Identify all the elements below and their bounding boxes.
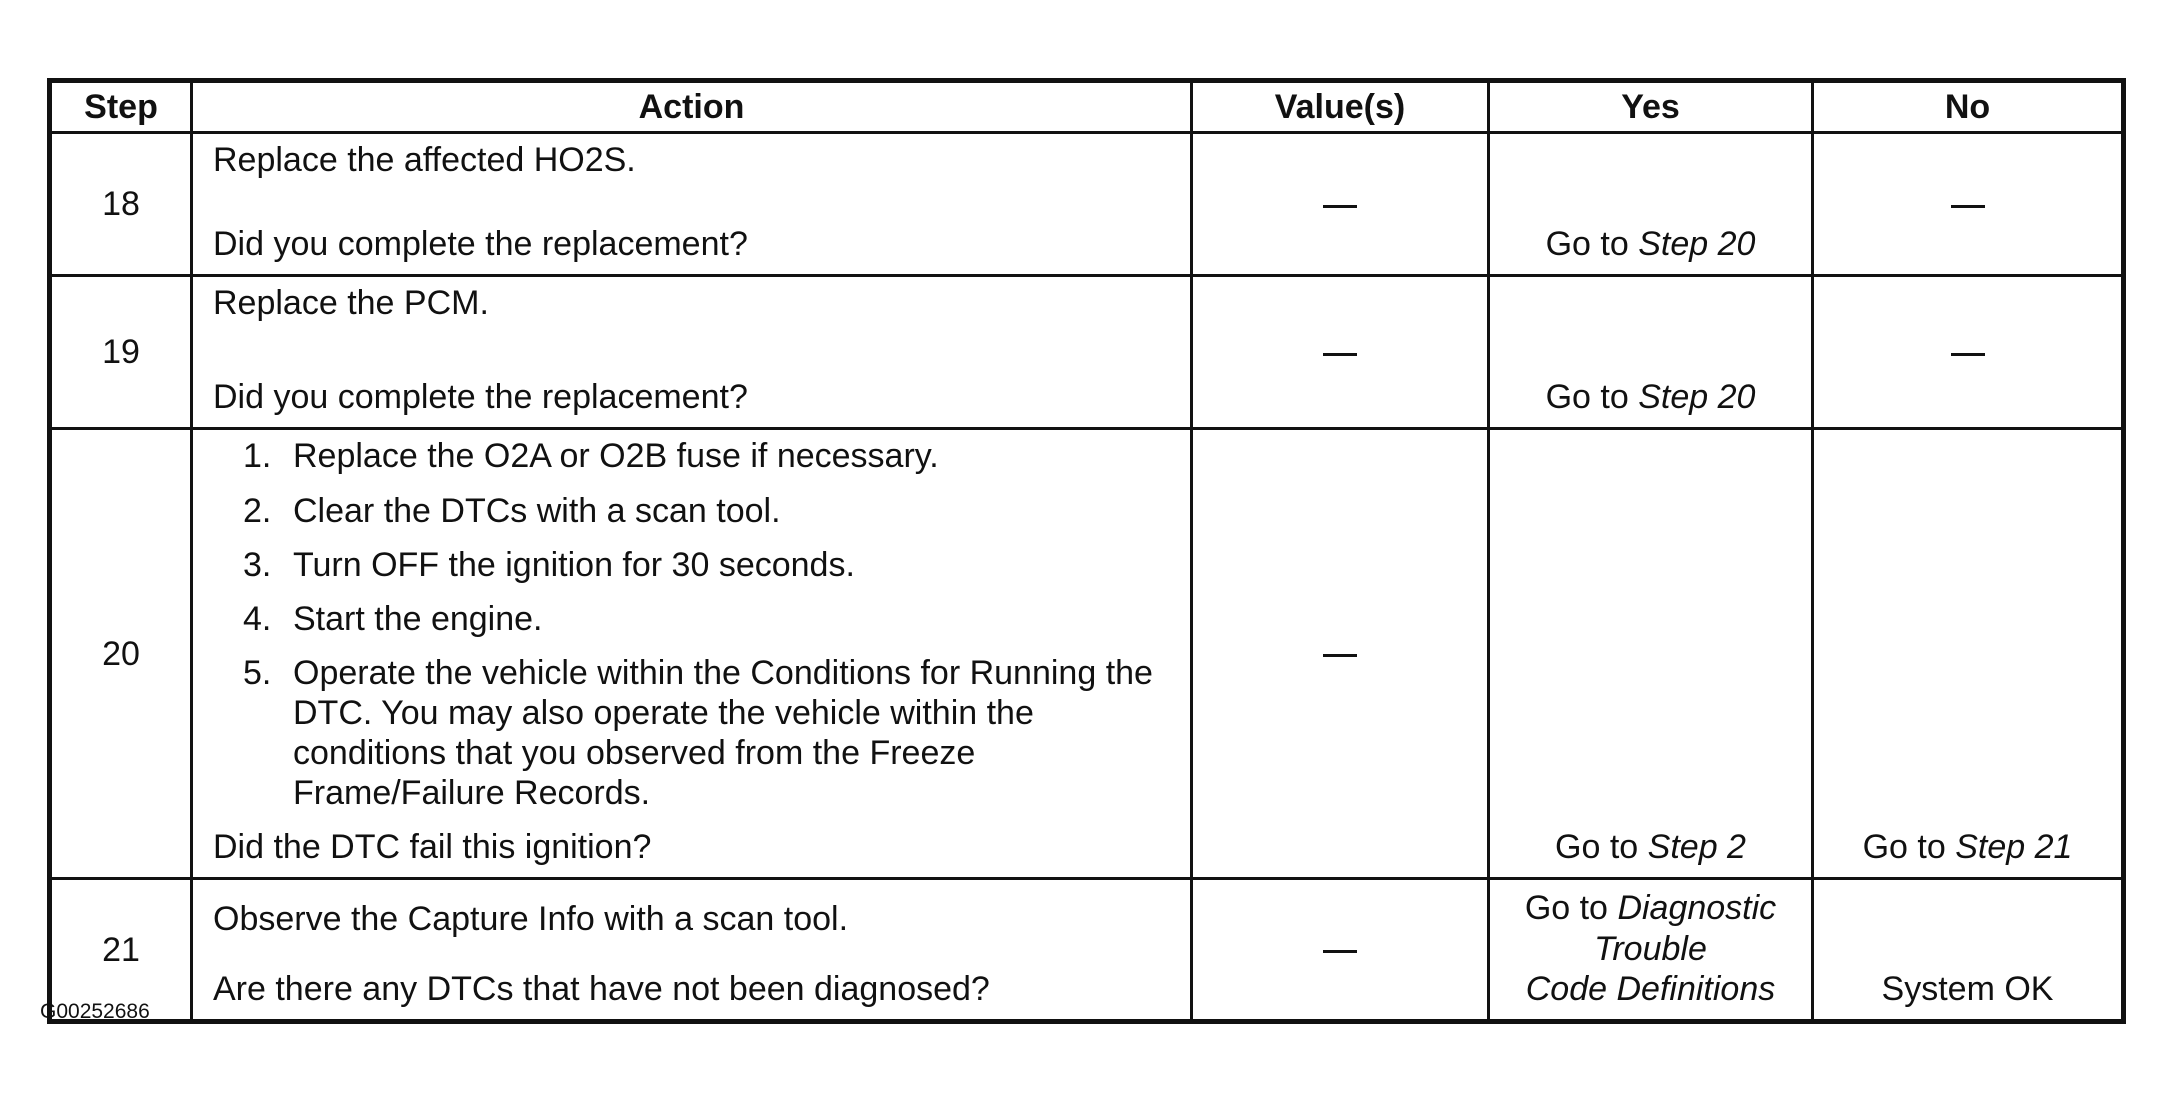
step-number: 19	[48, 274, 193, 431]
no-cell	[1811, 130, 2125, 278]
step-reference: Step 20	[1638, 225, 1756, 264]
value-cell	[1190, 427, 1490, 881]
value-cell	[1190, 877, 1490, 1023]
yes-cell: Go to Step 2	[1487, 427, 1814, 881]
dash-mark	[1950, 204, 1985, 208]
value-cell	[1190, 130, 1490, 278]
list-item: 3.Turn OFF the ignition for 30 seconds.	[243, 545, 855, 584]
reference-line-2: Trouble	[1594, 929, 1707, 968]
no-cell: Go to Step 21	[1811, 427, 2125, 881]
header-row: Step Action Value(s) Yes No	[48, 79, 2125, 134]
action-question: Are there any DTCs that have not been di…	[213, 969, 990, 1008]
no-cell	[1811, 274, 2125, 431]
header-action: Action	[190, 79, 1193, 134]
action-cell: Replace the PCM. Did you complete the re…	[190, 274, 1193, 431]
action-text: Replace the PCM.	[213, 284, 489, 323]
action-question: Did you complete the replacement?	[213, 378, 748, 417]
step-reference: Step 20	[1638, 378, 1756, 417]
yes-cell: Go to Diagnostic Trouble Code Definition…	[1487, 877, 1814, 1023]
action-cell: Observe the Capture Info with a scan too…	[190, 877, 1193, 1023]
yes-cell: Go to Step 20	[1487, 274, 1814, 431]
header-step: Step	[48, 79, 193, 134]
action-question: Did the DTC fail this ignition?	[213, 828, 652, 867]
step-number: 18	[48, 130, 193, 278]
yes-cell: Go to Step 20	[1487, 130, 1814, 278]
action-text: Replace the affected HO2S.	[213, 141, 636, 179]
header-yes: Yes	[1487, 79, 1814, 134]
step-reference: Step 2	[1647, 828, 1746, 867]
reference-line-1: Diagnostic	[1617, 889, 1777, 928]
value-cell	[1190, 274, 1490, 431]
dash-mark	[1323, 352, 1357, 356]
reference-line-3: Code Definitions	[1525, 969, 1776, 1008]
diagnostic-table: Step Action Value(s) Yes No 18 Replace t…	[47, 78, 2126, 1024]
action-cell: 1.Replace the O2A or O2B fuse if necessa…	[190, 427, 1193, 881]
action-question: Did you complete the replacement?	[213, 225, 748, 264]
step-number: 21	[48, 877, 193, 1023]
step-reference: Step 21	[1955, 828, 2073, 867]
dash-mark	[1323, 204, 1357, 208]
figure-id: G00252686	[40, 1000, 150, 1023]
table-row: 21 Observe the Capture Info with a scan …	[48, 877, 2125, 1023]
table-row: 19 Replace the PCM. Did you complete the…	[48, 274, 2125, 431]
dash-mark	[1323, 654, 1357, 658]
header-values: Value(s)	[1190, 79, 1490, 134]
header-no: No	[1811, 79, 2125, 134]
action-text: Observe the Capture Info with a scan too…	[213, 899, 849, 938]
dash-mark	[1950, 352, 1985, 356]
table-row: 18 Replace the affected HO2S. Did you co…	[48, 130, 2125, 278]
no-cell: System OK	[1811, 877, 2125, 1023]
list-item: 1.Replace the O2A or O2B fuse if necessa…	[243, 437, 939, 476]
table-row: 20 1.Replace the O2A or O2B fuse if nece…	[48, 427, 2125, 881]
step-number: 20	[48, 427, 193, 881]
list-item: 2.Clear the DTCs with a scan tool.	[243, 491, 781, 530]
action-cell: Replace the affected HO2S. Did you compl…	[190, 130, 1193, 278]
dash-mark	[1323, 950, 1357, 954]
list-item: 4.Start the engine.	[243, 599, 543, 638]
list-item: 5.Operate the vehicle within the Conditi…	[243, 653, 1153, 813]
procedure-list: 1.Replace the O2A or O2B fuse if necessa…	[213, 436, 1176, 813]
